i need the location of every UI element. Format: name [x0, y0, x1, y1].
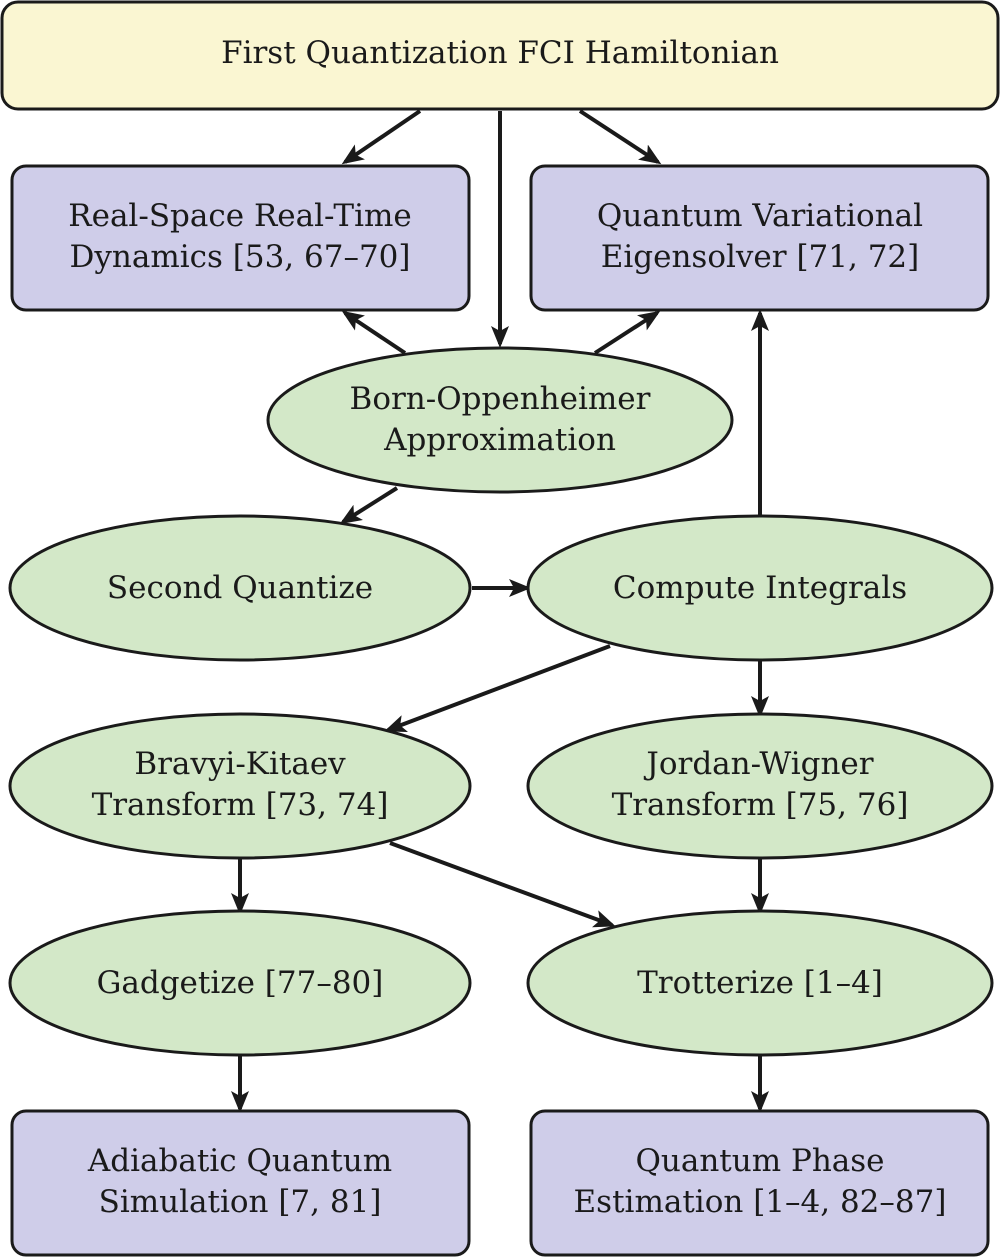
node-label-line: Eigensolver [71, 72] [601, 239, 920, 275]
node-trotterize: Trotterize [1–4] [526, 909, 994, 1057]
svg-text:Dynamics [53, 67–70]: Dynamics [53, 67–70] [70, 239, 411, 275]
node-fci-hamiltonian: First Quantization FCI Hamiltonian [0, 0, 1000, 111]
edge-born-to-vqe [593, 310, 661, 355]
svg-text:Transform [75, 76]: Transform [75, 76] [612, 787, 909, 823]
edge-born-to-second-quantize [339, 486, 399, 525]
node-real-space-dynamics: Real-Space Real-Time Dynamics [53, 67–70… [10, 164, 471, 312]
svg-text:Approximation: Approximation [383, 422, 616, 458]
node-label-line: Real-Space Real-Time [68, 198, 411, 234]
edges [231, 109, 769, 1113]
edge-fci-to-real-space [341, 109, 422, 165]
node-jordan-wigner: Jordan-Wigner Transform [75, 76] [526, 712, 994, 860]
svg-text:Trotterize [1–4]: Trotterize [1–4] [637, 965, 883, 1001]
node-label-line: Jordan-Wigner [643, 746, 873, 782]
node-label-line: Adiabatic Quantum [87, 1143, 392, 1179]
node-label-line: Quantum Variational [597, 198, 923, 234]
svg-text:Adiabatic Quantum: Adiabatic Quantum [87, 1143, 392, 1179]
node-label-line: Gadgetize [77–80] [97, 965, 384, 1001]
node-label-line: Simulation [7, 81] [99, 1184, 382, 1220]
node-label-line: Transform [73, 74] [92, 787, 389, 823]
svg-text:Jordan-Wigner: Jordan-Wigner [643, 746, 873, 782]
edge-fci-to-vqe [578, 109, 662, 165]
node-label-line: Approximation [383, 422, 616, 458]
svg-text:Bravyi-Kitaev: Bravyi-Kitaev [134, 746, 346, 782]
svg-text:Simulation [7, 81]: Simulation [7, 81] [99, 1184, 382, 1220]
svg-text:Compute Integrals: Compute Integrals [613, 570, 907, 606]
svg-text:Estimation [1–4, 82–87]: Estimation [1–4, 82–87] [574, 1184, 947, 1220]
node-label-line: Compute Integrals [613, 570, 907, 606]
node-adiabatic-simulation: Adiabatic Quantum Simulation [7, 81] [10, 1109, 471, 1257]
node-gadgetize: Gadgetize [77–80] [8, 909, 472, 1057]
node-second-quantize: Second Quantize [8, 514, 472, 662]
node-label-line: First Quantization FCI Hamiltonian [221, 35, 779, 71]
svg-text:Eigensolver [71, 72]: Eigensolver [71, 72] [601, 239, 920, 275]
edge-bravyi-kitaev-to-trotterize [389, 841, 616, 928]
svg-text:Gadgetize [77–80]: Gadgetize [77–80] [97, 965, 384, 1001]
node-label-line: Estimation [1–4, 82–87] [574, 1184, 947, 1220]
svg-text:Second Quantize: Second Quantize [107, 570, 373, 606]
svg-text:Quantum Phase: Quantum Phase [635, 1143, 884, 1179]
node-vqe: Quantum Variational Eigensolver [71, 72] [529, 164, 990, 312]
svg-text:Real-Space Real-Time: Real-Space Real-Time [68, 198, 411, 234]
node-label-line: Quantum Phase [635, 1143, 884, 1179]
node-born-oppenheimer: Born-Oppenheimer Approximation [266, 346, 734, 494]
node-label-line: Transform [75, 76] [612, 787, 909, 823]
svg-text:First Quantization FCI Hamilto: First Quantization FCI Hamiltonian [221, 35, 779, 71]
edge-born-to-real-space [341, 310, 407, 355]
node-label-line: Born-Oppenheimer [350, 381, 651, 417]
node-label-line: Dynamics [53, 67–70] [70, 239, 411, 275]
node-label-line: Second Quantize [107, 570, 373, 606]
edge-compute-integrals-to-bravyi-kitaev [384, 644, 611, 733]
svg-text:Born-Oppenheimer: Born-Oppenheimer [350, 381, 651, 417]
svg-text:Transform [73, 74]: Transform [73, 74] [92, 787, 389, 823]
node-compute-integrals: Compute Integrals [526, 514, 994, 662]
node-label-line: Bravyi-Kitaev [134, 746, 346, 782]
node-bravyi-kitaev: Bravyi-Kitaev Transform [73, 74] [8, 712, 472, 860]
node-label-line: Trotterize [1–4] [637, 965, 883, 1001]
node-phase-estimation: Quantum Phase Estimation [1–4, 82–87] [529, 1109, 990, 1257]
svg-text:Quantum Variational: Quantum Variational [597, 198, 923, 234]
